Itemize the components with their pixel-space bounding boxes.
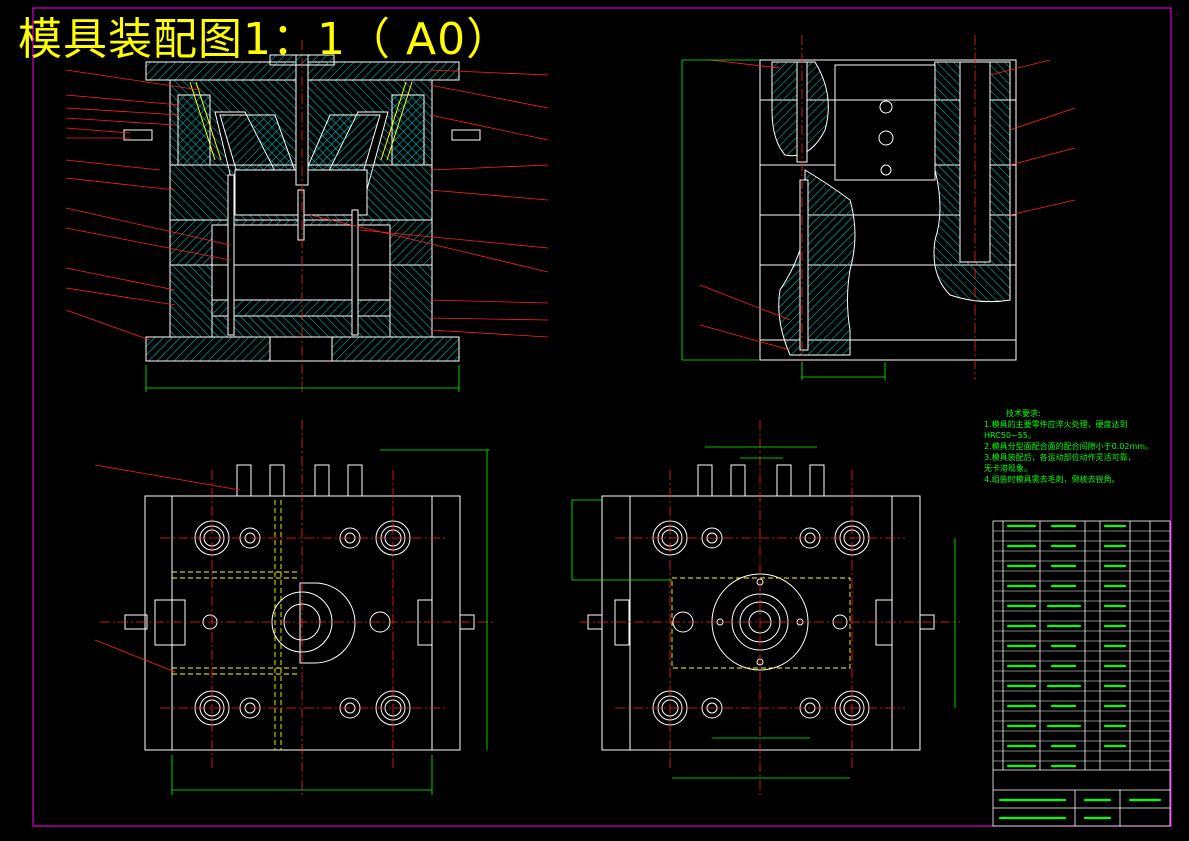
plan-view-left-dimensions <box>171 449 490 795</box>
plan-view-right-centerlines <box>580 420 960 795</box>
parts-list-entries <box>998 524 1162 820</box>
tech-note-line: 2.模具分型面配合面的配合间隙小于0.02mm。 <box>984 442 1154 451</box>
plan-view-left-leaders <box>94 464 241 673</box>
main-view-annotations <box>65 40 549 395</box>
side-view-dimensions <box>681 59 886 380</box>
tech-note-line: HRC50~55。 <box>984 431 1036 440</box>
plan-view-right-hidden <box>671 577 851 669</box>
plan-view-left-hidden <box>172 500 300 750</box>
drawing-title: 模具装配图1：1（ A0） <box>18 14 512 65</box>
parts-list-rows <box>993 530 1170 762</box>
main-view-dimension <box>145 365 460 392</box>
tech-note-line: 1.模具的主要零件应淬火处理，硬度达到 <box>984 420 1128 429</box>
main-section-view <box>123 54 481 362</box>
tech-note-line: 4.组装时模具需去毛刺，倒棱去锐角。 <box>984 475 1120 484</box>
plan-view-left-centerlines <box>100 420 495 795</box>
tech-note-line: 3.模具装配后，各运动部位动作灵活可靠， <box>984 453 1136 462</box>
plan-view-right-dimensions <box>571 446 956 779</box>
tech-notes-heading: 技术要求: <box>1006 409 1041 418</box>
side-section-view <box>759 59 1017 361</box>
parts-list-table <box>992 520 1171 827</box>
side-view-annotations <box>699 35 1076 380</box>
tech-note-line: 无卡滞现象。 <box>984 464 1032 473</box>
plan-view-left <box>124 464 475 751</box>
plan-view-right <box>587 464 935 751</box>
sheet-border <box>32 7 1172 827</box>
technical-requirements: 技术要求: 1.模具的主要零件应淬火处理，硬度达到 HRC50~55。 2.模具… <box>984 408 1164 485</box>
